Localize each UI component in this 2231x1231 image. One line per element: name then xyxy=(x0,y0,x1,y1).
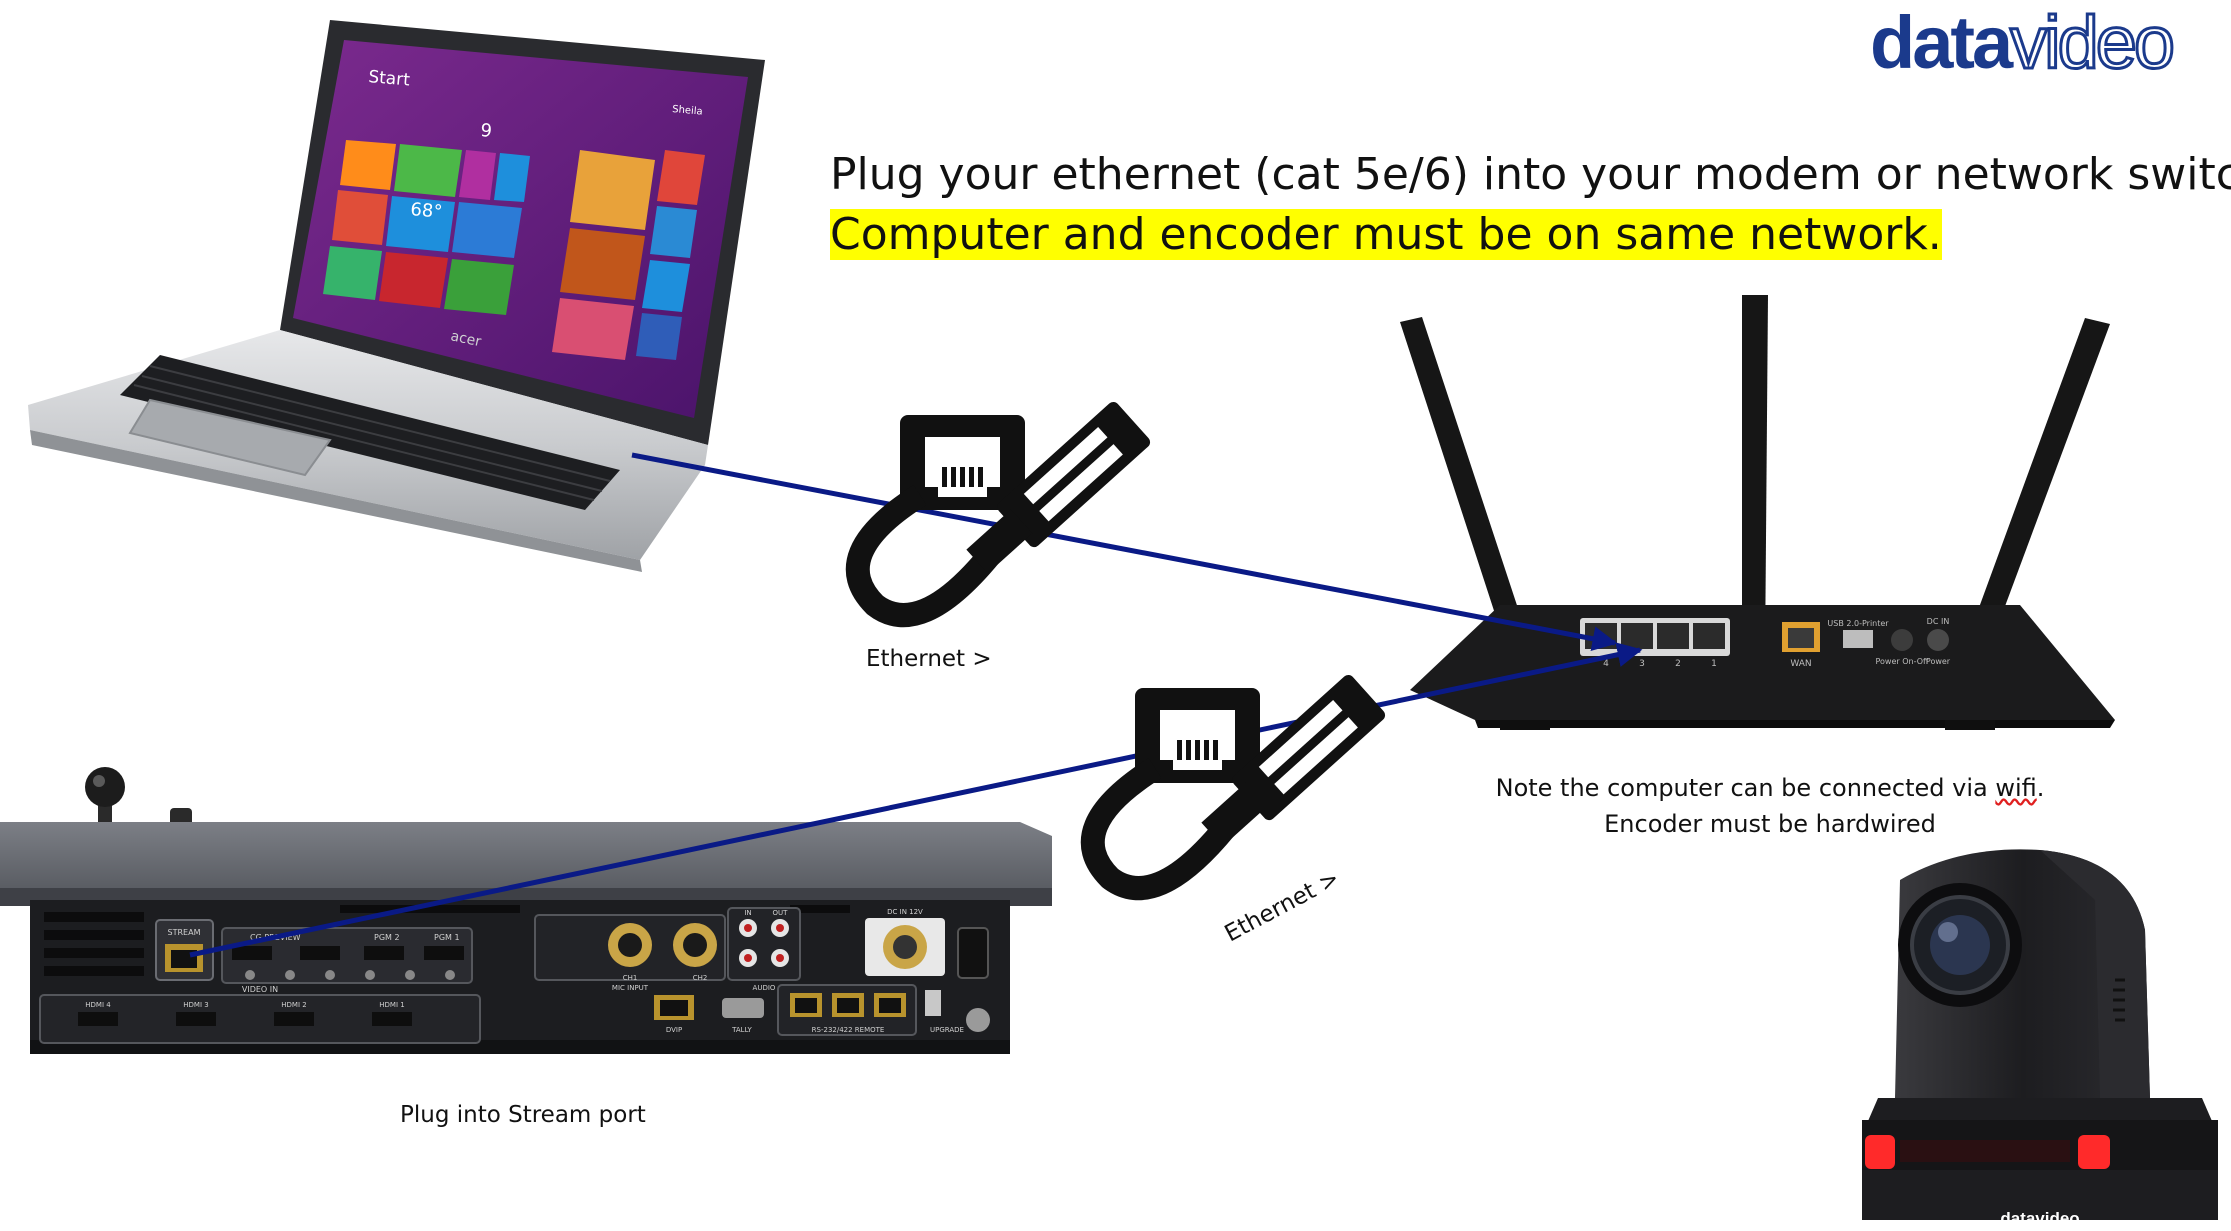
headline-line-1: Plug your ethernet (cat 5e/6) into your … xyxy=(830,149,2231,200)
encoder-audio-out-label: OUT xyxy=(773,909,789,917)
encoder-hdmi1-label: HDMI 1 xyxy=(379,1001,404,1009)
laptop-bezel-logo: acer xyxy=(449,328,483,350)
encoder-to-router-cable xyxy=(189,642,1643,958)
stream-port-label: Plug into Stream port xyxy=(400,1102,646,1128)
screen-temp-label: 68° xyxy=(410,199,444,223)
keyboard-rows xyxy=(133,365,611,501)
router: 4 3 2 1 WAN USB 2.0-Printer Power On-Off… xyxy=(1400,295,2115,730)
router-power-switch[interactable] xyxy=(1891,629,1913,651)
encoder-ground-screw xyxy=(966,1008,990,1032)
encoder-cg-preview-port xyxy=(232,946,272,960)
encoder-hdmi4-port xyxy=(78,1012,118,1026)
screen-date-label: 9 xyxy=(480,120,493,142)
start-screen-tiles xyxy=(323,140,705,360)
encoder-pgm2-label: PGM 2 xyxy=(374,933,400,942)
router-lan-port-1[interactable] xyxy=(1693,623,1725,649)
note-line-1: Note the computer can be connected via w… xyxy=(1350,770,2190,806)
encoder-audio-label: AUDIO xyxy=(753,984,776,992)
laptop-base-edge xyxy=(30,430,642,572)
laptop-touchpad xyxy=(128,398,332,477)
encoder-tally-port xyxy=(722,998,764,1018)
encoder-dvip-label: DVIP xyxy=(666,1026,682,1034)
encoder-hdmi4-label: HDMI 4 xyxy=(85,1001,111,1009)
encoder-hdmi1-port xyxy=(372,1012,412,1026)
ethernet-label-bottom: Ethernet > xyxy=(1221,865,1344,947)
encoder-ch1-label: CH1 xyxy=(623,974,638,982)
headline-line-2: Computer and encoder must be on same net… xyxy=(830,209,1942,260)
encoder-hdmi2-port xyxy=(274,1012,314,1026)
encoder-remote-label: RS-232/422 REMOTE xyxy=(812,1026,885,1034)
ethernet-label-top: Ethernet > xyxy=(866,646,992,672)
router-dc-label: DC IN xyxy=(1927,617,1950,626)
router-lan-port-2[interactable] xyxy=(1657,623,1689,649)
router-port-label-4: 4 xyxy=(1603,659,1609,669)
encoder-pgm1b-port xyxy=(424,946,464,960)
encoder-pgm2-port xyxy=(300,946,340,960)
encoder-stream-label: STREAM xyxy=(168,928,201,937)
note-line-2: Encoder must be hardwired xyxy=(1604,810,1936,838)
encoder-top xyxy=(0,822,1052,898)
brand-logo-light: video xyxy=(2009,0,2177,86)
encoder-pgm1-label: PGM 1 xyxy=(434,933,460,942)
encoder-hdmi3-label: HDMI 3 xyxy=(183,1001,208,1009)
laptop: Start Sheila 68° 9 acer xyxy=(28,20,765,572)
router-usb-label: USB 2.0-Printer xyxy=(1827,619,1889,628)
encoder-ch2-label: CH2 xyxy=(693,974,708,982)
router-wan-label: WAN xyxy=(1790,659,1811,669)
wifi-note: Note the computer can be connected via w… xyxy=(1350,770,2190,842)
router-power-label: Power xyxy=(1926,657,1951,666)
ethernet-cable-icon xyxy=(845,401,1151,628)
encoder-power-switch[interactable] xyxy=(957,927,989,979)
router-antenna-center xyxy=(1742,295,1768,660)
ethernet-cable-icon xyxy=(1080,674,1386,901)
headline: Plug your ethernet (cat 5e/6) into your … xyxy=(830,145,2231,265)
encoder-video-in-label: VIDEO IN xyxy=(242,985,278,994)
encoder-dc-label: DC IN 12V xyxy=(887,908,923,916)
screen-start-label: Start xyxy=(368,67,411,91)
brand-logo-bold: data xyxy=(1870,1,2013,84)
note-wifi-word: wifi xyxy=(1995,774,2037,802)
encoder-output-group xyxy=(221,927,473,984)
encoder-pgm1a-port xyxy=(364,946,404,960)
camera-vents xyxy=(2113,978,2125,1022)
router-port-label-2: 2 xyxy=(1675,659,1681,669)
router-power-jack xyxy=(1927,629,1949,651)
laptop-screen xyxy=(293,40,748,418)
router-power-switch-label: Power On-Off xyxy=(1875,657,1929,666)
screen-user-label: Sheila xyxy=(672,104,703,118)
encoder-joystick xyxy=(85,767,125,807)
camera-tally-led-right xyxy=(2078,1135,2110,1169)
encoder-bnc-row xyxy=(245,970,455,980)
router-port-label-3: 3 xyxy=(1639,659,1645,669)
router-antenna-left xyxy=(1400,317,1535,666)
encoder: STREAM CG PREVIEW PGM 2 PGM 1 VIDEO IN xyxy=(0,767,1052,1054)
camera-logo: datavideo xyxy=(2000,1209,2079,1228)
laptop-to-router-cable xyxy=(631,452,1618,652)
encoder-tally-label: TALLY xyxy=(731,1026,752,1034)
encoder-video-in-group xyxy=(39,994,481,1044)
router-antenna-right xyxy=(1962,318,2110,660)
encoder-hdmi2-label: HDMI 2 xyxy=(281,1001,306,1009)
encoder-audio-group xyxy=(727,907,801,981)
note-suffix: . xyxy=(2036,774,2045,802)
camera-tally-led-left xyxy=(1865,1135,1895,1169)
encoder-vents xyxy=(44,905,850,976)
note-prefix: Note the computer can be connected via xyxy=(1495,774,1996,802)
encoder-usb-port xyxy=(925,990,941,1016)
encoder-mic-label: MIC INPUT xyxy=(612,984,649,992)
encoder-upgrade-label: UPGRADE xyxy=(930,1026,964,1034)
router-lan-port-3[interactable] xyxy=(1621,623,1653,649)
encoder-hdmi3-port xyxy=(176,1012,216,1026)
encoder-audio-in-label: IN xyxy=(744,909,751,917)
router-port-label-1: 1 xyxy=(1711,659,1717,669)
ptz-camera: datavideo xyxy=(1862,849,2218,1228)
router-usb-port[interactable] xyxy=(1843,630,1873,648)
brand-logo: datavideo xyxy=(1870,0,2177,86)
